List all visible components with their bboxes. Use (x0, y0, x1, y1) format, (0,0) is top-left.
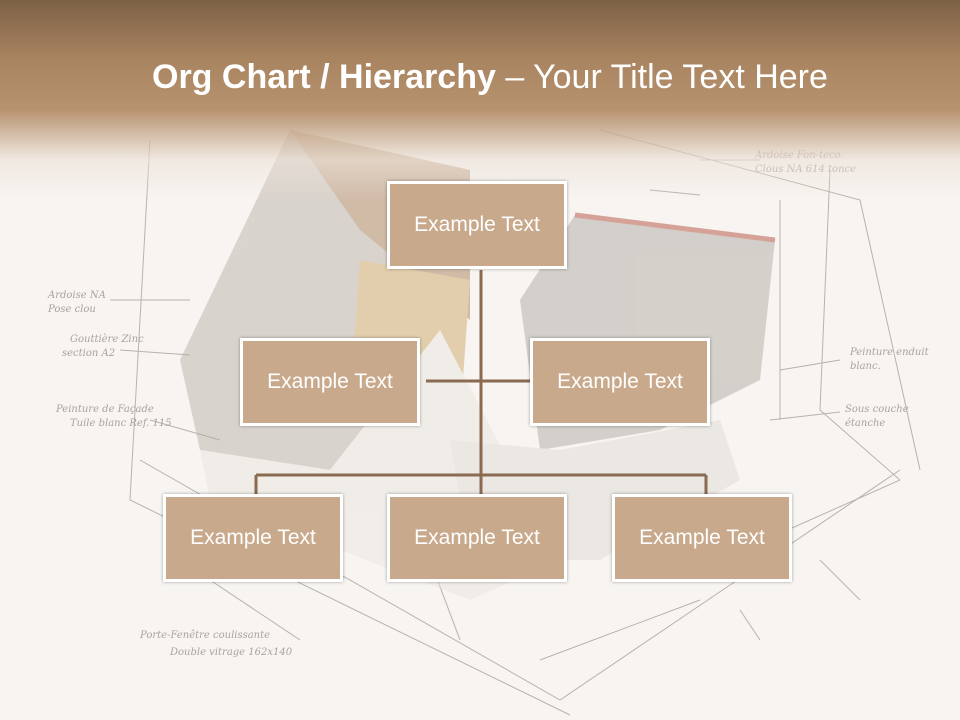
svg-text:Tuile blanc Ref. 115: Tuile blanc Ref. 115 (70, 418, 172, 429)
svg-text:étanche: étanche (845, 418, 885, 429)
slide-title: Org Chart / Hierarchy – Your Title Text … (152, 52, 932, 102)
svg-text:Sous couche: Sous couche (845, 404, 909, 415)
title-normal-part: Your Title Text Here (533, 58, 828, 96)
org-node-bottom-right[interactable]: Example Text (612, 494, 792, 582)
svg-text:Double vitrage 162x140: Double vitrage 162x140 (169, 647, 293, 658)
svg-text:Peinture de Façade: Peinture de Façade (55, 404, 154, 415)
title-bold-part: Org Chart / Hierarchy (152, 58, 496, 96)
svg-text:Porte-Fenêtre coulissante: Porte-Fenêtre coulissante (139, 630, 270, 641)
svg-text:Pose clou: Pose clou (47, 304, 96, 315)
header-band (0, 0, 960, 200)
org-node-bottom-center[interactable]: Example Text (387, 494, 567, 582)
svg-text:section A2: section A2 (62, 348, 115, 359)
org-node-top[interactable]: Example Text (387, 181, 567, 269)
org-node-middle-right[interactable]: Example Text (530, 338, 710, 426)
svg-text:Gouttière Zinc: Gouttière Zinc (70, 334, 144, 345)
org-node-middle-left[interactable]: Example Text (240, 338, 420, 426)
svg-text:blanc.: blanc. (850, 361, 881, 372)
svg-text:Peinture enduit: Peinture enduit (849, 347, 930, 358)
org-node-bottom-left[interactable]: Example Text (163, 494, 343, 582)
svg-text:Ardoise NA: Ardoise NA (47, 290, 106, 301)
title-separator: – (495, 58, 534, 96)
